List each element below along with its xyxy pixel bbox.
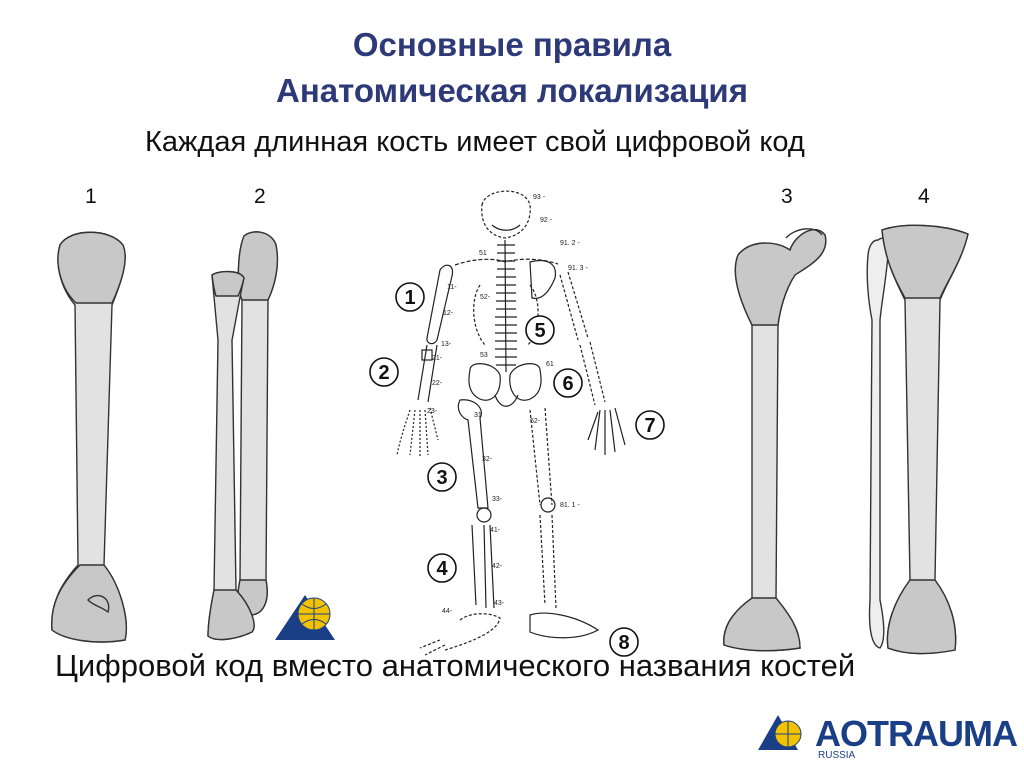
segment-code: 13- xyxy=(441,341,452,348)
region-label-2: 2 xyxy=(378,362,389,384)
bone-number-2: 2 xyxy=(254,185,266,208)
ao-globe-logo-small xyxy=(275,595,335,640)
femur-bone xyxy=(723,228,827,652)
brand-ao: AO xyxy=(815,713,868,754)
region-label-6: 6 xyxy=(562,373,573,395)
humerus-bone xyxy=(51,231,127,643)
segment-code: 21- xyxy=(432,355,443,362)
aotrauma-logo-text: AOTRAUMA xyxy=(815,713,1018,755)
segment-code: 91. 3 - xyxy=(568,265,589,272)
slide-title-line2: Анатомическая локализация xyxy=(276,72,748,109)
region-circle-3 xyxy=(427,462,457,492)
region-circle-1 xyxy=(395,282,425,312)
ao-globe-logo-large xyxy=(758,715,802,750)
segment-code: 53 xyxy=(480,352,488,359)
segment-code: 11- xyxy=(447,284,457,291)
region-circle-8 xyxy=(609,627,639,657)
segment-code: 22- xyxy=(432,380,443,387)
segment-code: 93 - xyxy=(533,194,546,201)
segment-code: 41- xyxy=(490,527,501,534)
segment-code: 92 - xyxy=(540,217,553,224)
brand-subtitle: RUSSIA xyxy=(818,750,856,761)
segment-code: 31 xyxy=(474,412,482,419)
forearm-bones xyxy=(207,231,279,641)
lower-leg-bones xyxy=(866,224,969,655)
segment-code: 51 xyxy=(479,250,487,257)
segment-code: 33- xyxy=(492,496,503,503)
segment-code: 61 xyxy=(546,361,554,368)
skeleton-diagram xyxy=(396,190,626,656)
skeleton-region-labels xyxy=(369,282,665,657)
region-label-1: 1 xyxy=(404,287,415,309)
region-circle-7 xyxy=(635,410,665,440)
segment-code: 32- xyxy=(482,456,493,463)
region-label-8: 8 xyxy=(618,632,629,654)
segment-code: 52- xyxy=(480,294,491,301)
bone-number-4: 4 xyxy=(918,185,930,208)
segment-code: 23- xyxy=(427,408,438,415)
segment-code: 12- xyxy=(443,310,454,317)
region-circle-2 xyxy=(369,357,399,387)
region-label-7: 7 xyxy=(644,415,655,437)
segment-code: 91. 2 - xyxy=(560,240,581,247)
region-label-4: 4 xyxy=(436,558,448,580)
segment-code: 43- xyxy=(494,600,505,607)
segment-code: 81. 1 - xyxy=(560,502,581,509)
bottom-caption: Цифровой код вместо анатомического назва… xyxy=(55,648,856,683)
region-circle-6 xyxy=(553,368,583,398)
slide-title-line1: Основные правила xyxy=(352,26,672,63)
segment-code: 62- xyxy=(530,418,541,425)
bone-number-1: 1 xyxy=(85,185,97,208)
segment-code: 42- xyxy=(492,563,503,570)
segment-code: 44- xyxy=(442,608,453,615)
slide-subtitle: Каждая длинная кость имеет свой цифровой… xyxy=(145,126,805,158)
region-circle-4 xyxy=(427,553,457,583)
region-label-3: 3 xyxy=(436,467,447,489)
brand-trauma: TRAUMA xyxy=(867,713,1018,754)
bone-number-3: 3 xyxy=(781,185,793,208)
region-label-5: 5 xyxy=(534,320,545,342)
region-circle-5 xyxy=(525,315,555,345)
